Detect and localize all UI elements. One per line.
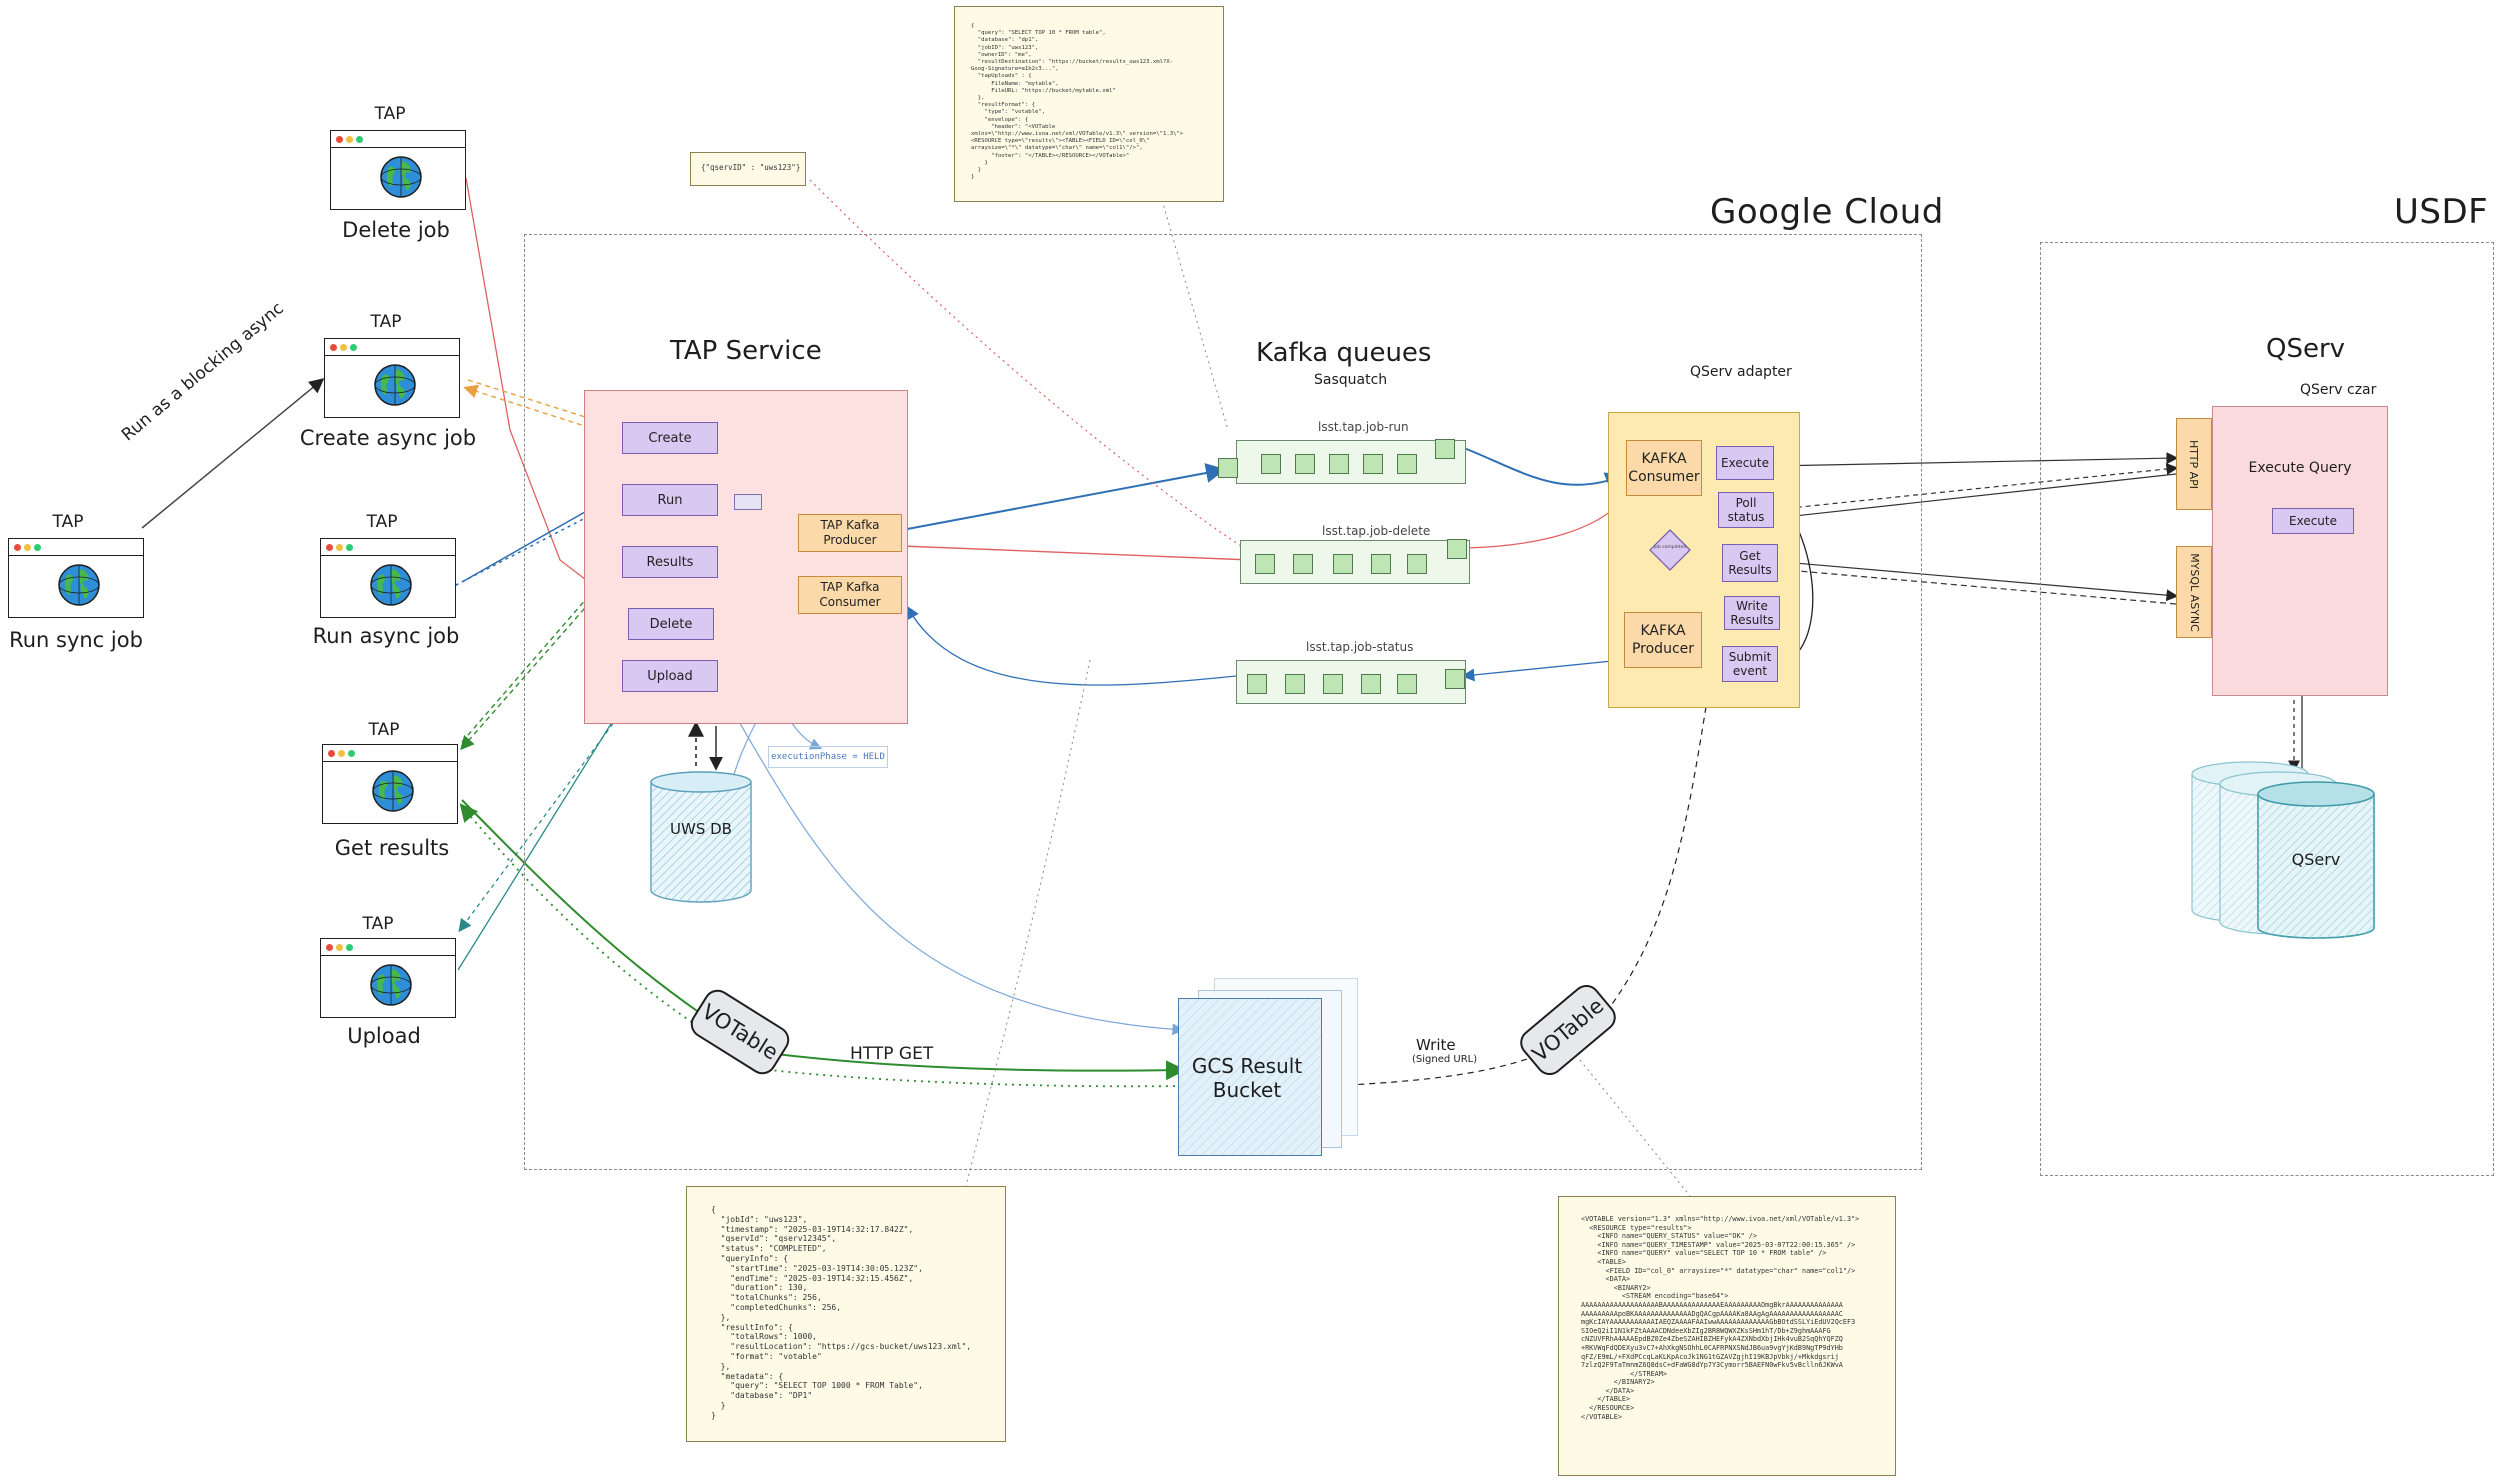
google-cloud-region bbox=[524, 234, 1922, 1170]
client-upload-window[interactable] bbox=[320, 938, 456, 1018]
tap-kafka-consumer: TAP Kafka Consumer bbox=[798, 576, 902, 614]
uws-db-label: UWS DB bbox=[670, 820, 732, 838]
blocking-arrow bbox=[141, 378, 325, 529]
http-api-label: HTTP API bbox=[2187, 439, 2201, 489]
qserv-execute: Execute bbox=[2272, 508, 2354, 534]
mysql-async-label: MYSQL ASYNC bbox=[2187, 552, 2201, 632]
client-caption: Get results bbox=[334, 836, 450, 860]
run-queue-to-adapter bbox=[1463, 447, 1626, 492]
qserv-czar-label: QServ czar bbox=[2300, 382, 2377, 398]
client-caption: Upload bbox=[347, 1024, 421, 1048]
globe-icon bbox=[380, 156, 422, 198]
adapter-kafka-producer: KAFKA Producer bbox=[1624, 612, 1702, 668]
client-caption: Run async job bbox=[312, 624, 460, 648]
adapter-get-results: Get Results bbox=[1722, 544, 1778, 582]
adapter-execute: Execute bbox=[1716, 446, 1774, 480]
globe-icon bbox=[372, 770, 414, 812]
qserv-db-cylinders bbox=[2191, 761, 2375, 939]
client-title: TAP bbox=[374, 104, 406, 124]
job-completed-label: job completed bbox=[1653, 545, 1687, 550]
tap-upload-button[interactable]: Upload bbox=[622, 660, 718, 692]
client-title: TAP bbox=[52, 512, 84, 532]
client-title: TAP bbox=[370, 312, 402, 332]
client-caption: Create async job bbox=[299, 426, 477, 450]
client-run-async-window[interactable] bbox=[320, 538, 456, 618]
http-get-label: HTTP GET bbox=[850, 1044, 934, 1064]
gcs-bucket-front bbox=[1178, 998, 1322, 1156]
execution-phase-label: executionPhase = HELD bbox=[768, 746, 888, 768]
job-completed-decision bbox=[1649, 529, 1691, 571]
kafka-subtitle: Sasquatch bbox=[1314, 372, 1388, 388]
globe-icon bbox=[370, 564, 412, 606]
run-intermediate-box bbox=[734, 494, 762, 510]
usdf-title: USDF bbox=[2394, 192, 2489, 232]
qserv-id-note: {"qservID" : "uws123"} bbox=[690, 152, 806, 186]
job-status-note: { "jobId": "uws123", "timestamp": "2025-… bbox=[686, 1186, 1006, 1442]
client-create-async-window[interactable] bbox=[324, 338, 460, 418]
queue-label-status: lsst.tap.job-status bbox=[1306, 640, 1414, 654]
tap-delete-button[interactable]: Delete bbox=[628, 608, 714, 640]
client-caption: Run sync job bbox=[9, 628, 143, 652]
client-caption: Delete job bbox=[342, 218, 450, 242]
tap-run-button[interactable]: Run bbox=[622, 484, 718, 516]
kafka-title: Kafka queues bbox=[1256, 338, 1432, 368]
tap-kafka-producer: TAP Kafka Producer bbox=[798, 514, 902, 552]
adapter-submit-event: Submit event bbox=[1722, 646, 1778, 682]
status-to-consumer bbox=[906, 605, 1237, 686]
execute-query-label: Execute Query bbox=[2248, 460, 2352, 476]
client-title: TAP bbox=[366, 512, 398, 532]
client-title: TAP bbox=[368, 720, 400, 740]
tap-create-button[interactable]: Create bbox=[622, 422, 718, 454]
usdf-region bbox=[2040, 242, 2494, 1176]
qserv-czar-box bbox=[2212, 406, 2388, 696]
queue-label-delete: lsst.tap.job-delete bbox=[1322, 524, 1431, 538]
qserv-http-api: HTTP API bbox=[2176, 418, 2212, 510]
producer-to-delete-queue bbox=[901, 545, 1255, 567]
qserv-mysql-async: MYSQL ASYNC bbox=[2176, 546, 2212, 638]
qserv-adapter-title: QServ adapter bbox=[1690, 364, 1792, 380]
client-run-sync-window[interactable] bbox=[8, 538, 144, 618]
gcs-bucket-label: GCS Result Bucket bbox=[1191, 1054, 1303, 1102]
globe-icon bbox=[58, 564, 100, 606]
qserv-title: QServ bbox=[2266, 334, 2346, 364]
client-title: TAP bbox=[362, 914, 394, 934]
globe-icon bbox=[370, 964, 412, 1006]
uws-db-cylinder bbox=[650, 771, 752, 903]
signed-url-label: (Signed URL) bbox=[1412, 1054, 1478, 1065]
qserv-db-label: QServ bbox=[2291, 850, 2341, 869]
votable-xml-note: <VOTABLE version="1.3" xmlns="http://www… bbox=[1558, 1196, 1896, 1476]
client-delete-job-window[interactable] bbox=[330, 130, 466, 210]
adapter-poll-status: Poll status bbox=[1718, 492, 1774, 528]
adapter-write-results: Write Results bbox=[1724, 596, 1780, 630]
job-run-note: { "query": "SELECT TOP 10 * FROM table",… bbox=[954, 6, 1224, 202]
producer-to-run-queue bbox=[901, 463, 1226, 531]
queue-job-delete bbox=[1240, 539, 1470, 584]
write-label: Write bbox=[1416, 1036, 1456, 1054]
client-get-results-window[interactable] bbox=[322, 744, 458, 824]
queue-job-status bbox=[1236, 660, 1466, 704]
tap-results-button[interactable]: Results bbox=[622, 546, 718, 578]
tap-service-title: TAP Service bbox=[670, 336, 822, 366]
globe-icon bbox=[374, 364, 416, 406]
adapter-kafka-consumer: KAFKA Consumer bbox=[1626, 440, 1702, 496]
queue-label-run: lsst.tap.job-run bbox=[1318, 420, 1409, 434]
google-cloud-title: Google Cloud bbox=[1710, 192, 1944, 232]
queue-job-run bbox=[1236, 439, 1466, 484]
